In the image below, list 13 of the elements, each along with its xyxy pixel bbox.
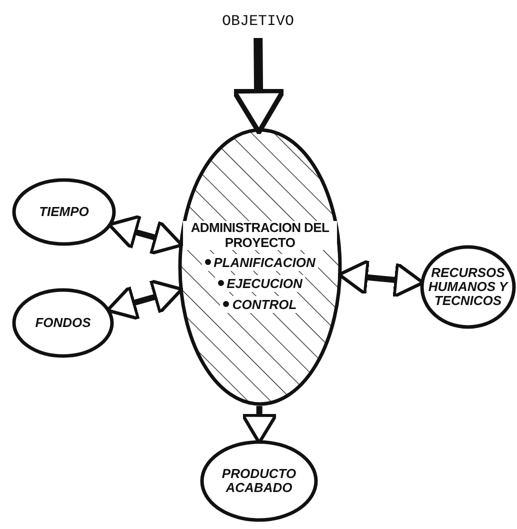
node-text: OBJETIVO	[220, 14, 295, 30]
hatched-ellipse	[178, 128, 342, 406]
bullet-item: PLANIFICACION	[202, 254, 318, 271]
ellipse-node	[12, 178, 116, 246]
ellipse-node	[200, 440, 318, 522]
node-text: RECURSOS HUMANOS Y TECNICOS	[427, 266, 510, 308]
node-text: PRODUCTO ACABADO	[220, 466, 298, 496]
bullet-item: EJECUCION	[214, 274, 306, 292]
ellipse-node	[420, 245, 516, 329]
node-text: FONDOS	[34, 316, 92, 330]
ellipse-node	[12, 288, 114, 358]
node-text: TIEMPO	[38, 204, 90, 220]
node-title: ADMINISTRACION DEL PROYECTO	[183, 221, 337, 250]
